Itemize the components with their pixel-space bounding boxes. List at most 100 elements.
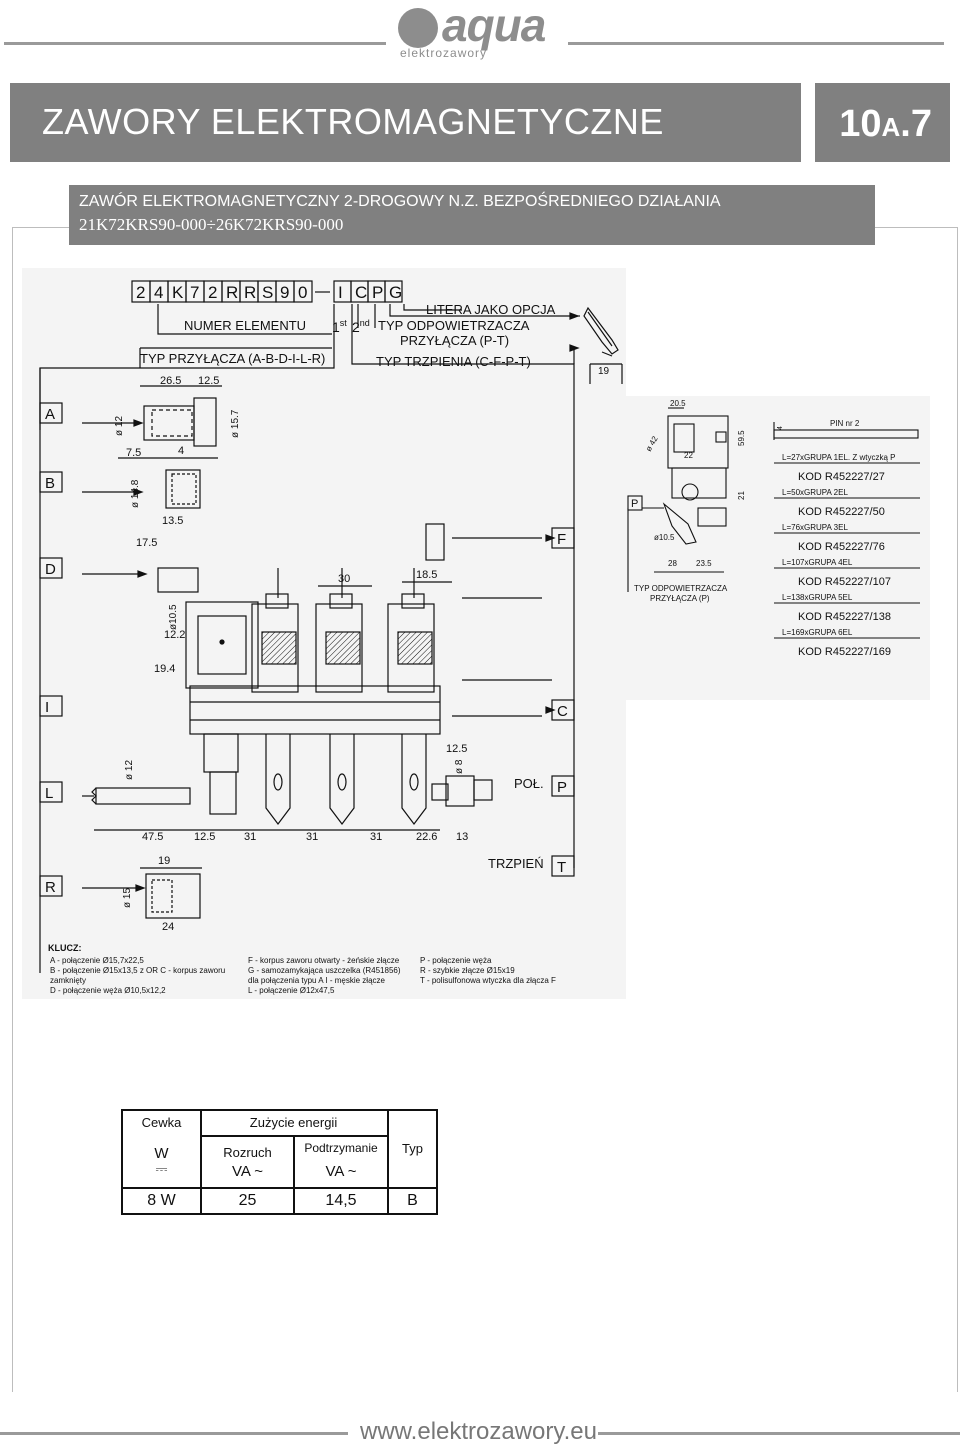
connection-letter: B [45,475,55,492]
header-rozruch-unit: VA ~ [232,1163,263,1180]
side-dim-59-5: 59.5 [737,430,746,446]
connection-letter-box [39,875,63,897]
dim-19-4: 19.4 [154,663,175,675]
group-code-label: KOD R452227/76 [798,541,885,553]
group-code-label: KOD R452227/107 [798,576,891,588]
logo-mark-icon [398,8,438,48]
table-divider [387,1111,389,1215]
dim-13: 13 [456,831,468,843]
table-divider [200,1111,202,1215]
dim-22-6: 22.6 [416,831,437,843]
section-code: 10A.7 [839,103,932,146]
title-bar: ZAWORY ELEKTROMAGNETYCZNE [10,83,801,162]
dim-7-5: 7.5 [126,447,141,459]
cell-w: 8 W [147,1192,176,1209]
code-char: K [172,283,184,302]
key-line: zamknięty [50,976,86,985]
suffix-char: C [355,283,367,302]
dim-12-5-b: 12.5 [446,743,467,755]
key-line: T - polisulfonowa wtyczka dla złącza F [420,976,556,985]
dim-17-5: 17.5 [136,537,157,549]
header-podtrzymanie: Podtrzymanie [304,1141,378,1155]
header-zuzycie: Zużycie energii [249,1115,338,1130]
section-code-end: .7 [900,103,932,145]
connection-letter: D [45,561,56,578]
litera-label: LITERA JAKO OPCJA [426,302,556,317]
stem-letter-box [551,855,575,877]
subtitle-line-2: 21K72KRS90-000÷26K72KRS90-000 [79,215,344,234]
connection-letter-box [39,557,63,579]
side-przylacza-p: PRZYŁĄCZA (P) [650,594,710,603]
table-divider [200,1135,387,1137]
fitting-l: ø 12 47.5 12.5 31 31 31 22.6 13 [82,760,468,843]
fitting-b: 7.5 4 ø 14.8 13.5 17.5 [82,445,218,549]
connection-letter: A [45,406,55,423]
header-rule-right [568,42,944,45]
fitting-a: 26.5 12.5 ø 12 ø 15.7 [82,375,241,447]
connection-letter: L [45,785,53,802]
footer-rule-right [598,1432,960,1435]
group-code-label: KOD R452227/138 [798,611,891,623]
first-label: 1st [332,318,347,335]
stem-letter: T [557,859,566,876]
footer-url[interactable]: www.elektrozawory.eu [360,1418,597,1445]
code-char: R [244,283,256,302]
side-dim-d42: ø 42 [644,434,660,453]
valve-block: 30 18.5 [185,568,556,825]
group-code-label: KOD R452227/27 [798,471,885,483]
numer-label: NUMER ELEMENTU [184,318,306,333]
key-line: R - szybkie złącze Ø15x19 [420,966,515,975]
connection-letter-box [39,695,63,717]
suffix-char-box [384,280,403,303]
header-dc-symbol: ⎓ [155,1161,168,1178]
second-label: 2nd [352,318,370,335]
fitting-r: 19 ø 15 24 [82,855,202,933]
key-line: L - połączenie Ø12x47,5 [248,986,335,995]
typ-odp-label: TYP ODPOWIETRZACZA [378,318,530,333]
code-char: 7 [190,283,199,302]
key-line: A - połączenie Ø15,7x22,5 [50,956,144,965]
side-dim-4: 4 [777,426,784,430]
dim-24: 24 [162,921,174,933]
section-code-main: 10 [839,103,882,145]
side-dim-d10-5: ø10.5 [654,533,675,542]
dim-12-5-c: 12.5 [194,831,215,843]
key-column-2: F - korpus zaworu otwarty - żeńskie złąc… [248,956,401,995]
connection-letter-box [39,471,63,493]
header-w: W [154,1145,169,1162]
side-dim-22: 22 [684,451,693,460]
suffix-char: P [372,283,383,302]
code-char: R [226,283,238,302]
key-line: F - korpus zaworu otwarty - żeńskie złąc… [248,956,400,965]
dim-12-2: 12.2 [164,629,185,641]
connection-letter: I [45,699,49,716]
klucz-title: KLUCZ: [48,943,82,953]
dim-26-5: 26.5 [160,375,181,387]
suffix-char: G [389,283,402,302]
stem-letter: F [557,531,566,548]
side-dim-23-5: 23.5 [696,559,712,568]
pol-label: POŁ. [514,776,544,791]
code-char: 2 [208,283,217,302]
typ-trzpienia-label: TYP TRZPIENIA (C-F-P-T) [376,354,531,369]
part-f [425,523,556,561]
logo-subtitle: elektrozawory [400,46,488,60]
code-char: 2 [136,283,145,302]
section-code-box: 10A.7 [815,83,950,162]
fitting-p: 12.5 ø 8 POŁ. [431,743,544,807]
header-cewka: Cewka [141,1115,182,1130]
dim-d12: ø 12 [114,416,125,436]
key-line: B - połączenie Ø15x13,5 z OR C - korpus … [50,966,225,975]
table-divider [123,1187,436,1189]
group-length-label: L=107xGRUPA 4EL [782,558,853,567]
suffix-char: I [338,283,343,302]
code-char-box [293,280,313,303]
dim-d15-7: ø 15.7 [230,409,241,438]
dim-13-5: 13.5 [162,515,183,527]
side-dim-21: 21 [737,491,746,500]
subtitle-line-1: ZAWÓR ELEKTROMAGNETYCZNY 2-DROGOWY N.Z. … [79,193,721,210]
group-length-label: L=169xGRUPA 6EL [782,628,853,637]
